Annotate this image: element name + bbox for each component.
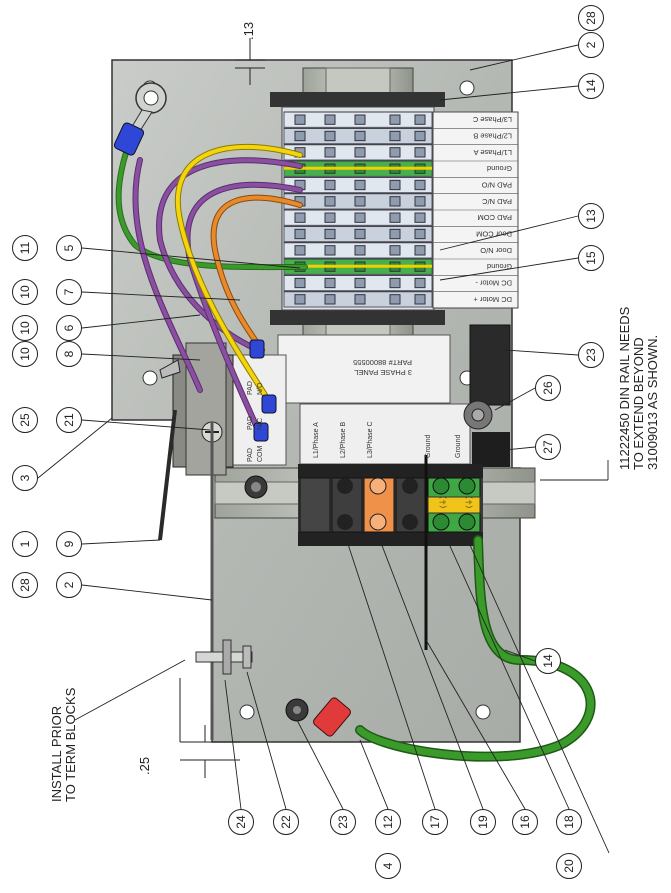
dimension-bottom	[179, 678, 240, 778]
callout-bubble: 9	[56, 531, 82, 557]
callout-bubble: 18	[556, 809, 582, 835]
upper-terminal-block: L3/Phase CL2/Phase BL1/Phase AGroundPAD …	[270, 92, 519, 325]
callout-bubble: 10	[12, 279, 38, 305]
callout-bubble: 20	[556, 853, 582, 879]
ground-screw	[285, 698, 309, 722]
callout-bubble: 8	[56, 341, 82, 367]
callout-bubble: 7	[56, 279, 82, 305]
callout-bubble: 21	[56, 407, 82, 433]
callout-bubble: 25	[12, 407, 38, 433]
switch-label: PAD	[247, 448, 254, 462]
panel-label-line: 3 PHASE PANEL	[354, 368, 412, 377]
switch-label: COM	[257, 446, 264, 463]
dimension-top-label: .13	[241, 21, 256, 40]
mount-hole	[475, 704, 491, 720]
lower-block-label: L2/Phase B	[340, 421, 347, 458]
leader-lines	[37, 44, 610, 854]
terminal-label: PAD N/C	[482, 197, 512, 206]
terminal-label: DC Motor -	[475, 279, 512, 288]
callout-bubble: 5	[56, 235, 82, 261]
callout-bubble: 10	[12, 341, 38, 367]
lower-block-label: Ground	[455, 435, 462, 458]
callout-bubble: 15	[578, 245, 604, 271]
callout-bubble: 10	[12, 315, 38, 341]
callout-bubble: 19	[470, 809, 496, 835]
callout-bubble: 23	[578, 342, 604, 368]
callout-bubble: 28	[12, 572, 38, 598]
callout-bubble: 26	[535, 375, 561, 401]
switch-label: PAD	[247, 381, 254, 395]
dimension-top	[235, 38, 265, 85]
switch-actuator-rod	[158, 409, 177, 541]
terminal-label: PAD COM	[478, 213, 512, 222]
terminal-label: Door N/O	[480, 246, 512, 255]
terminal-label: DC Motor +	[473, 295, 512, 304]
ring-terminal	[129, 82, 167, 135]
callout-bubble: 14	[578, 73, 604, 99]
callout-bubble: 24	[228, 809, 254, 835]
callout-bubble: 27	[535, 434, 561, 460]
callout-bubble: 4	[375, 853, 401, 879]
terminal-label: L2/Phase B	[473, 132, 512, 141]
terminal-label: Door COM	[476, 230, 512, 239]
callout-bubble: 14	[535, 648, 561, 674]
lower-block-label: L3/Phase C	[367, 421, 374, 458]
callout-bubble: 6	[56, 315, 82, 341]
callout-bubble: 11	[12, 235, 38, 261]
ground-symbol-label: (⏚)	[465, 496, 473, 508]
bolt-assembly	[195, 639, 253, 675]
mount-hole	[142, 370, 158, 386]
cable-clamp	[463, 324, 511, 467]
mount-hole	[239, 704, 255, 720]
callout-bubble: 17	[422, 809, 448, 835]
ferrules	[113, 122, 351, 737]
terminal-label: L1/Phase A	[474, 148, 512, 157]
lower-label-strip	[299, 403, 471, 465]
micro-switch	[159, 342, 234, 476]
callout-bubble: 2	[56, 572, 82, 598]
terminal-label: Ground	[487, 262, 512, 271]
wiring	[115, 137, 596, 762]
mount-hole	[459, 80, 475, 96]
dimension-bottom-label: .25	[137, 756, 152, 775]
switch-label: PAD	[247, 416, 254, 430]
terminal-label: Ground	[487, 164, 512, 173]
callout-bubble: 16	[512, 809, 538, 835]
callout-bubble: 23	[330, 809, 356, 835]
callout-bubble: 1	[12, 531, 38, 557]
callout-bubble: 28	[578, 5, 604, 31]
terminal-label: PAD N/O	[482, 181, 512, 190]
ground-symbol-label: (⏚)	[439, 496, 447, 508]
callout-bubble: 22	[273, 809, 299, 835]
lower-terminal-blocks	[298, 464, 483, 546]
callout-bubble: 3	[12, 465, 38, 491]
lower-block-label: Ground	[425, 435, 432, 458]
switch-label: N/C	[257, 418, 264, 430]
lower-block-label: L1/Phase A	[313, 422, 320, 458]
terminal-label: L3/Phase C	[472, 115, 512, 124]
callout-bubble: 13	[578, 203, 604, 229]
callout-bubble: 2	[578, 32, 604, 58]
callout-bubble: 12	[375, 809, 401, 835]
panel-label-line: PART# 88000555	[353, 358, 412, 367]
switch-label: N/O	[257, 382, 264, 395]
